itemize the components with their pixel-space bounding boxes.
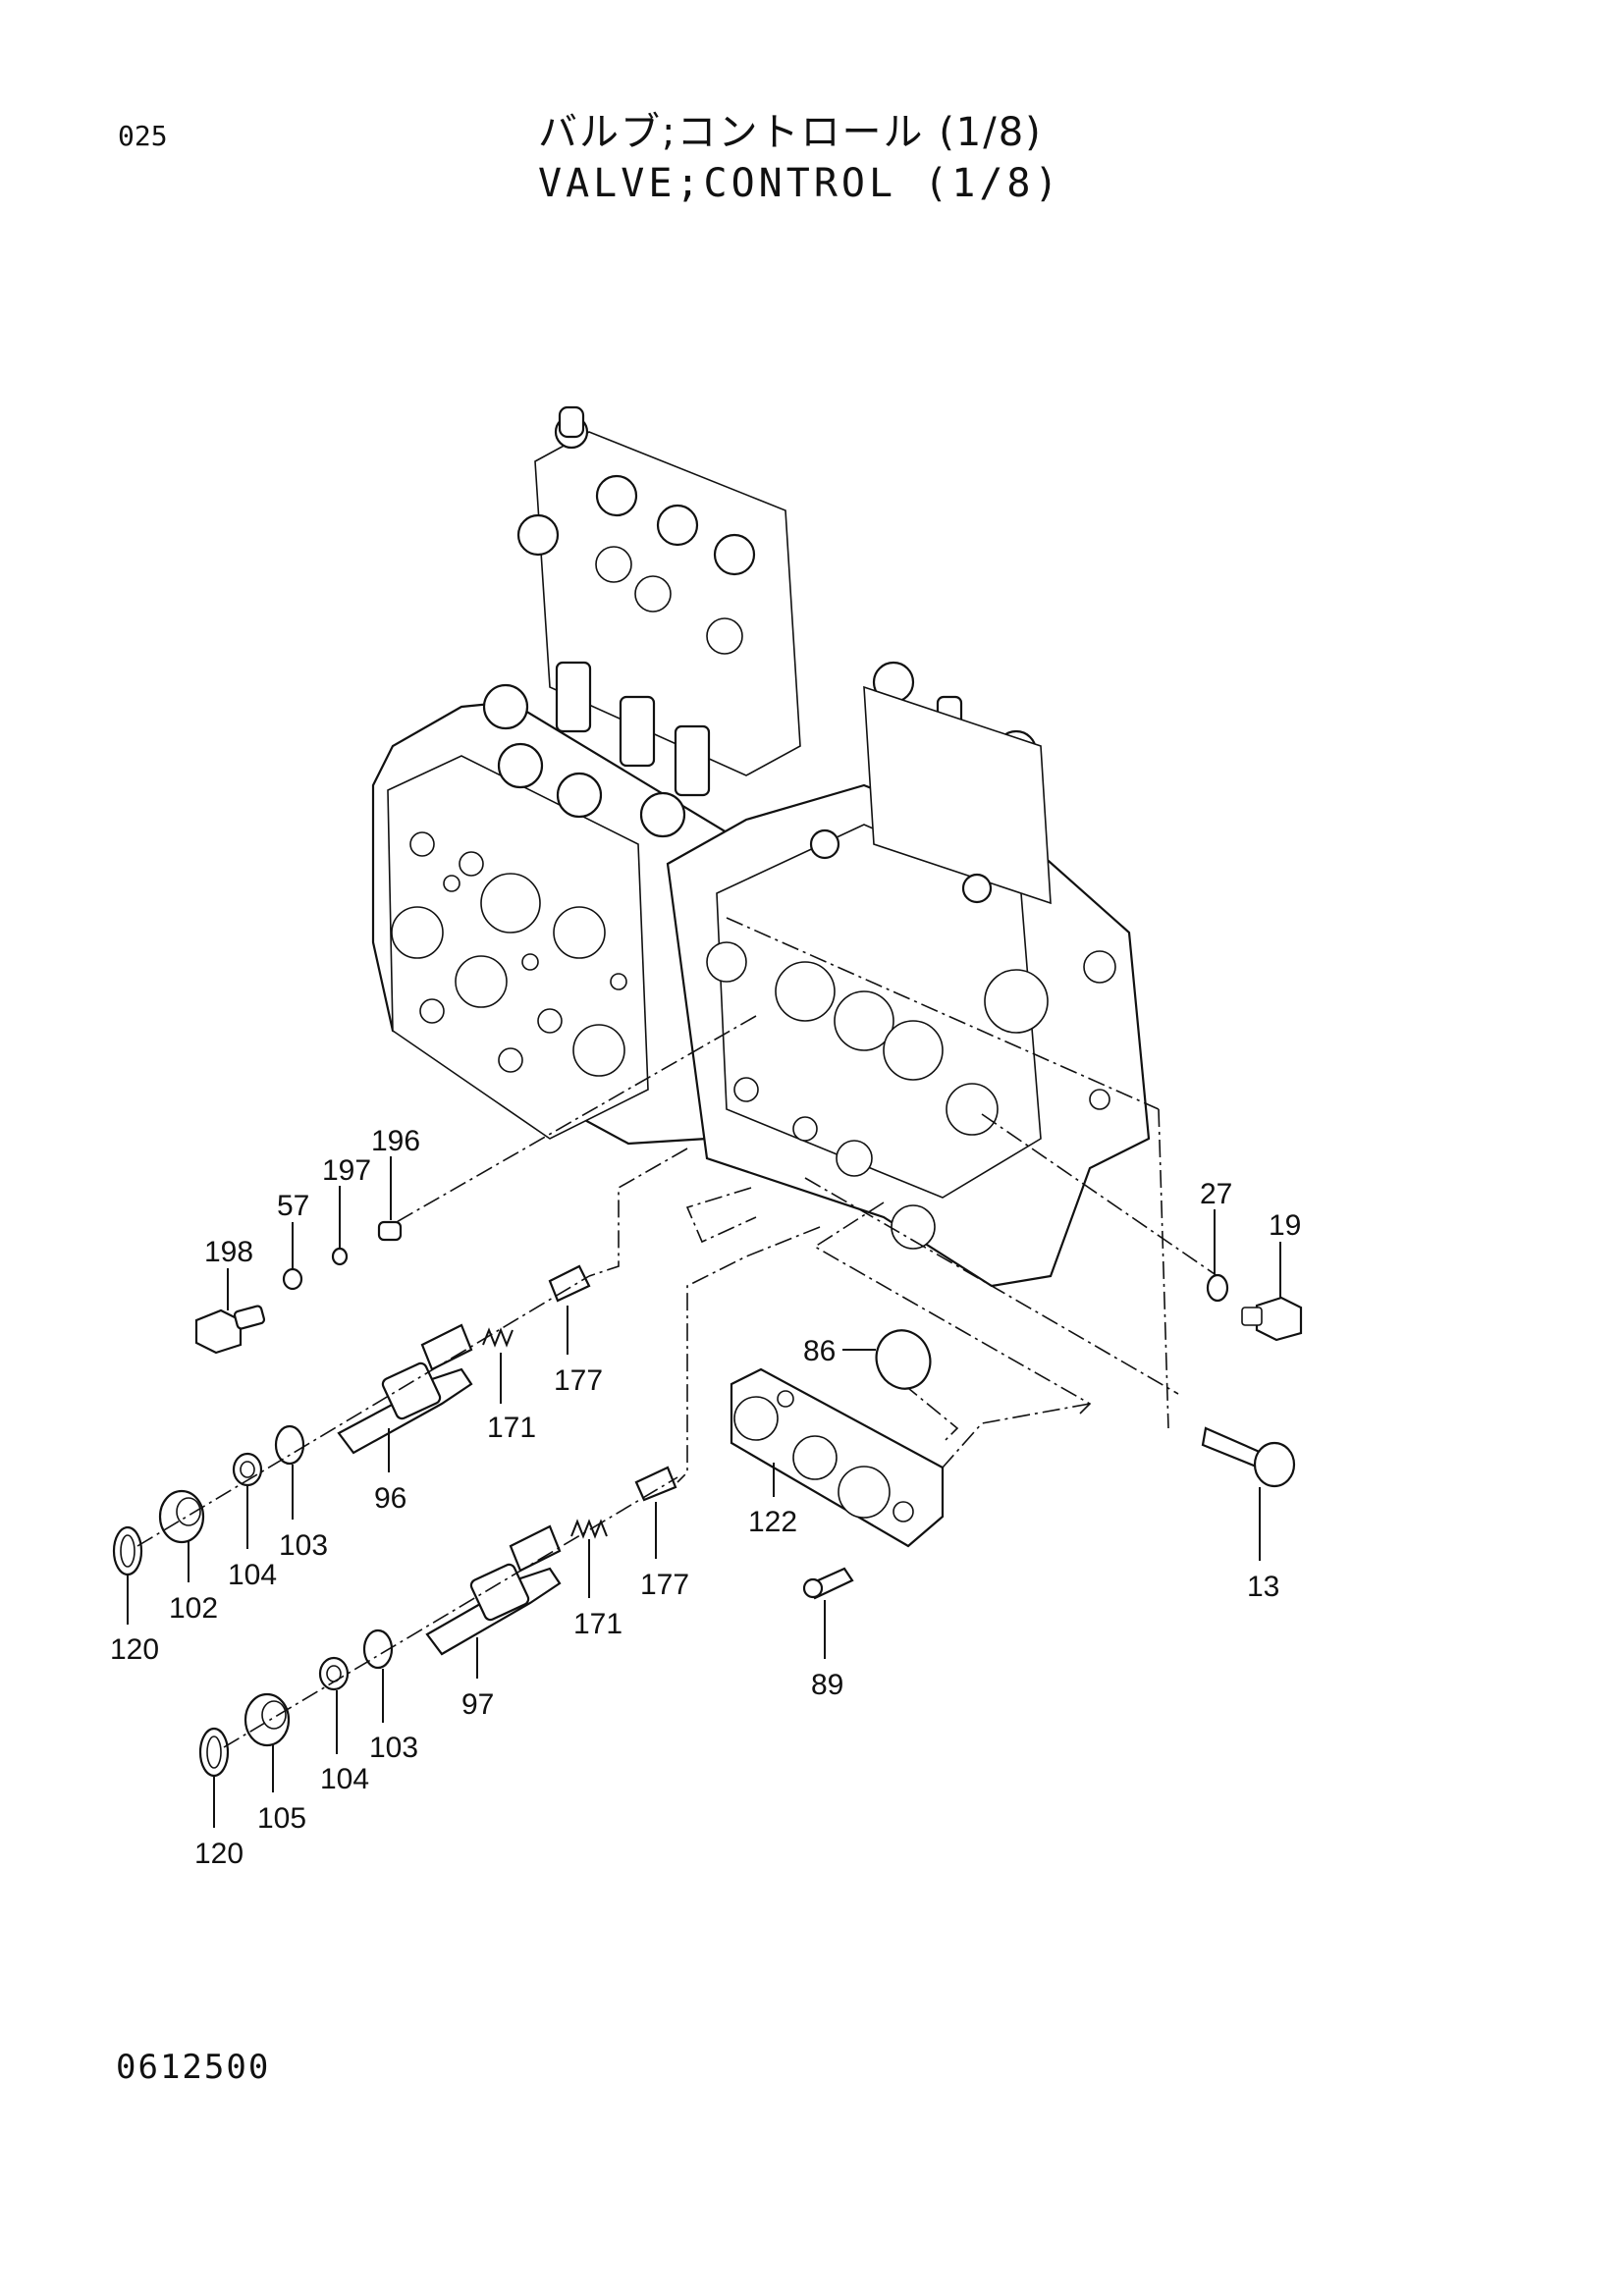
relief-valve-assembly-upper bbox=[112, 1220, 591, 1576]
relief-valve-assembly-lower bbox=[198, 1466, 678, 1778]
callout-102: 102 bbox=[169, 1592, 218, 1625]
cover-plate-group bbox=[730, 1273, 1303, 1600]
callout-103: 103 bbox=[279, 1529, 328, 1562]
callout-labels: 196 197 57 198 177 171 96 103 104 102 12… bbox=[110, 1125, 1301, 1870]
callout-57: 57 bbox=[277, 1190, 309, 1222]
callout-104: 104 bbox=[228, 1559, 277, 1591]
callout-196: 196 bbox=[371, 1125, 420, 1157]
callout-197: 197 bbox=[322, 1154, 371, 1187]
callout-122: 122 bbox=[748, 1506, 797, 1538]
callout-104: 104 bbox=[320, 1763, 369, 1795]
callout-120: 120 bbox=[110, 1633, 159, 1666]
callout-86: 86 bbox=[803, 1335, 836, 1367]
callout-171: 171 bbox=[487, 1412, 536, 1444]
leader-lines bbox=[127, 1156, 1281, 1828]
callout-96: 96 bbox=[374, 1482, 406, 1515]
callout-120: 120 bbox=[194, 1838, 243, 1870]
page-number: 025 bbox=[118, 120, 168, 152]
callout-19: 19 bbox=[1269, 1209, 1301, 1242]
callout-97: 97 bbox=[461, 1688, 494, 1721]
control-valve-body bbox=[371, 405, 1151, 1288]
callout-89: 89 bbox=[811, 1669, 843, 1701]
callout-105: 105 bbox=[257, 1802, 306, 1835]
title-japanese: バルブ;コントロール (1/8) bbox=[538, 110, 1043, 155]
callout-177: 177 bbox=[554, 1364, 603, 1397]
callout-171: 171 bbox=[573, 1608, 622, 1640]
title-english: VALVE;CONTROL (1/8) bbox=[538, 161, 1062, 206]
callout-198: 198 bbox=[204, 1236, 253, 1268]
callout-103: 103 bbox=[369, 1732, 418, 1764]
drawing-code: 0612500 bbox=[116, 2048, 271, 2087]
callout-177: 177 bbox=[640, 1569, 689, 1601]
center-lines bbox=[387, 917, 1218, 1513]
callout-13: 13 bbox=[1247, 1571, 1279, 1603]
callout-27: 27 bbox=[1200, 1178, 1232, 1210]
